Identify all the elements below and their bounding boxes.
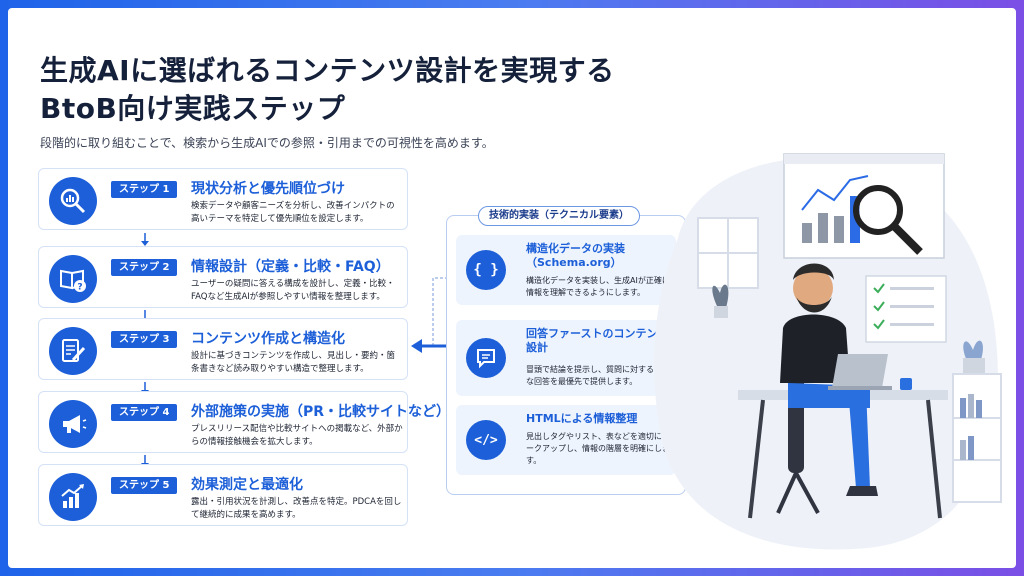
- step-title: 効果測定と最適化: [191, 477, 303, 493]
- step-card-4: ステップ 4 外部施策の実施（PR・比較サイトなど） プレスリリース配信や比較サ…: [38, 391, 450, 453]
- tech-card-html: </> HTMLによる情報整理 見出しタグやリスト、表などを適切にマークアップし…: [456, 405, 676, 475]
- step-badge: ステップ 1: [111, 181, 178, 198]
- person-at-laptop-illustration: [654, 153, 1002, 550]
- step-description: 露出・引用状況を計測し、改善点を特定。PDCAを回して継続的に成果を高めます。: [191, 497, 402, 520]
- step-card-3: ステップ 3 コンテンツ作成と構造化 設計に基づきコンテンツを作成し、見出し・要…: [38, 318, 408, 380]
- technical-panel-label: 技術的実装（テクニカル要素）: [478, 206, 640, 226]
- tech-card-title: 回答ファーストのコンテンツ設計: [526, 327, 669, 354]
- book-question-icon: ?: [49, 255, 97, 303]
- magnifier-chart-icon: [49, 177, 97, 225]
- title-line-1: 生成AIに選ばれるコンテンツ設計を実現する: [40, 54, 615, 87]
- step-card-1: ステップ 1 現状分析と優先順位づけ 検索データや顧客ニーズを分析し、改善インパ…: [38, 168, 408, 230]
- document-pen-icon: [49, 327, 97, 375]
- step-title: 外部施策の実施（PR・比較サイトなど）: [191, 404, 451, 420]
- step-description: ユーザーの疑問に答える構成を設計し、定義・比較・FAQなど生成AIが参照しやすい…: [191, 279, 395, 302]
- step-title: 情報設計（定義・比較・FAQ）: [191, 259, 390, 275]
- tech-card-structured-data: { } 構造化データの実装（Schema.org） 構造化データを実装し、生成A…: [456, 235, 676, 305]
- page-title: 生成AIに選ばれるコンテンツ設計を実現する BtoB向け実践ステップ: [40, 52, 660, 128]
- growth-chart-icon: [49, 473, 97, 521]
- step-badge: ステップ 5: [111, 477, 178, 494]
- step-card-2: ? ステップ 2 情報設計（定義・比較・FAQ） ユーザーの疑問に答える構成を設…: [38, 246, 408, 308]
- title-line-2: BtoB向け実践ステップ: [40, 92, 346, 125]
- step-title: コンテンツ作成と構造化: [191, 331, 345, 347]
- page-subtitle: 段階的に取り組むことで、検索から生成AIでの参照・引用までの可視性を高めます。: [40, 136, 494, 150]
- arrow-down-icon: [141, 233, 149, 246]
- code-icon: </>: [466, 420, 506, 460]
- tech-card-answer-first: 回答ファーストのコンテンツ設計 冒頭で結論を提示し、質問に対する明確な回答を最優…: [456, 320, 676, 396]
- chat-bubble-icon: [466, 338, 506, 378]
- step-description: プレスリリース配信や比較サイトへの掲載など、外部からの情報接触機会を拡大します。: [191, 424, 403, 447]
- tech-card-title: 構造化データの実装（Schema.org）: [526, 242, 625, 269]
- step-description: 設計に基づきコンテンツを作成し、見出し・要約・箇条書きなど読み取りやすい構造で整…: [191, 351, 396, 374]
- connector-arrow: [411, 277, 448, 353]
- step-badge: ステップ 2: [111, 259, 178, 276]
- step-title: 現状分析と優先順位づけ: [191, 181, 345, 197]
- step-badge: ステップ 4: [111, 404, 178, 421]
- step-badge: ステップ 3: [111, 331, 178, 348]
- braces-icon: { }: [466, 250, 506, 290]
- step-description: 検索データや顧客ニーズを分析し、改善インパクトの高いテーマを特定して優先順位を設…: [191, 201, 395, 224]
- tech-card-description: 構造化データを実装し、生成AIが正確に情報を理解できるようにします。: [526, 276, 670, 297]
- slide-frame: 生成AIに選ばれるコンテンツ設計を実現する BtoB向け実践ステップ 段階的に取…: [8, 8, 1016, 568]
- svg-text:?: ?: [77, 283, 82, 293]
- tech-card-description: 見出しタグやリスト、表などを適切にマークアップし、情報の階層を明確にします。: [526, 432, 670, 465]
- tech-card-description: 冒頭で結論を提示し、質問に対する明確な回答を最優先で提供します。: [526, 365, 670, 386]
- tech-card-title: HTMLによる情報整理: [526, 412, 638, 425]
- megaphone-icon: [49, 400, 97, 448]
- step-card-5: ステップ 5 効果測定と最適化 露出・引用状況を計測し、改善点を特定。PDCAを…: [38, 464, 408, 526]
